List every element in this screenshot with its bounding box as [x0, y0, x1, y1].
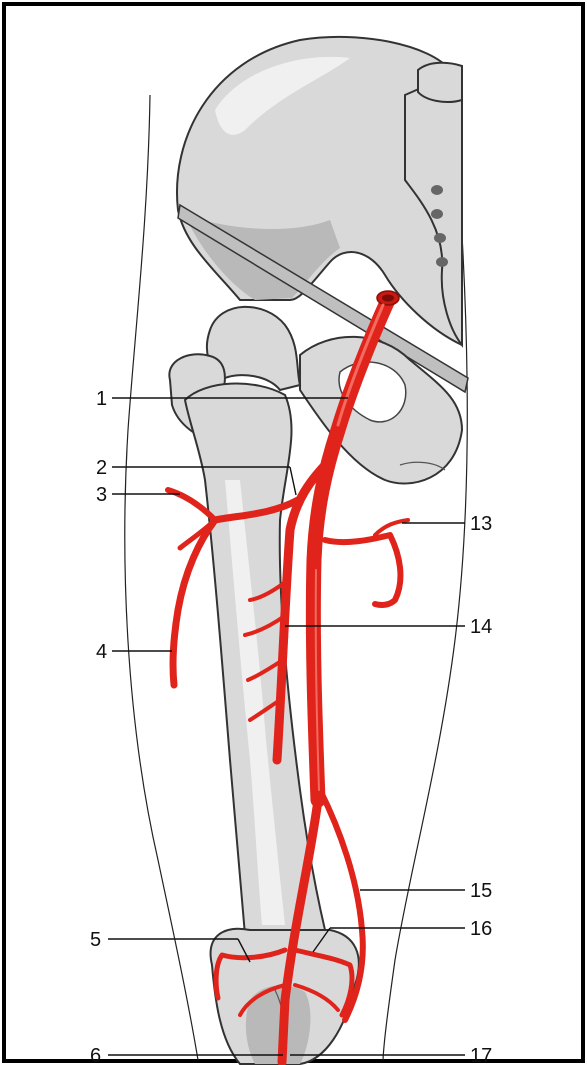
label-1: 1	[96, 388, 107, 410]
label-17: 17	[470, 1045, 492, 1065]
label-16: 16	[470, 918, 492, 940]
label-5: 5	[90, 929, 101, 951]
label-2: 2	[96, 457, 107, 479]
external-pudendal-artery	[325, 535, 400, 605]
label-6: 6	[90, 1045, 101, 1065]
label-4: 4	[96, 641, 107, 663]
label-3: 3	[96, 484, 107, 506]
label-13: 13	[470, 513, 492, 535]
label-15: 15	[470, 880, 492, 902]
label-14: 14	[470, 616, 492, 638]
